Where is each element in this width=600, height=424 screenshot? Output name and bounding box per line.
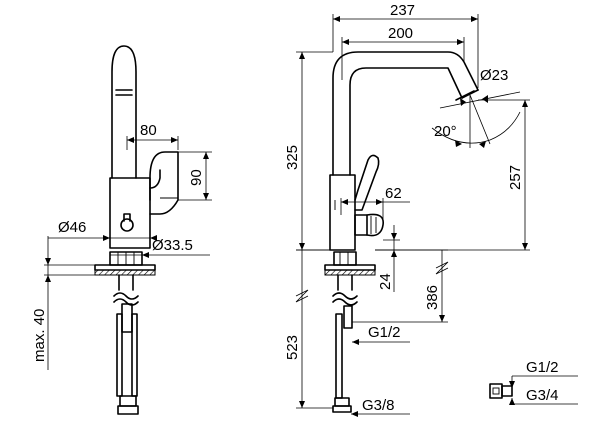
side-dim-257: 257 [375,99,530,251]
side-thread-g3-8-label: G3/8 [362,397,395,414]
side-dim-237-label: 237 [390,2,415,19]
side-handle-lever [354,154,380,211]
front-dim-80: 80 [126,122,179,150]
front-spout [111,45,137,179]
front-dim-33-5-label: Ø33.5 [152,237,193,254]
side-dim-62-label: 62 [385,185,402,202]
side-body [329,174,356,251]
side-base [324,251,376,276]
front-dim-90: 90 [178,151,212,201]
side-dim-523-label: 523 [284,335,301,360]
front-dim-max-40: max. 40 [31,236,95,370]
side-knob [354,213,384,237]
side-dim-325: 325 [284,51,333,251]
front-dim-46-label: Ø46 [58,219,86,236]
connector-thread-g3-4-label: G3/4 [526,387,559,404]
side-dim-angle-20-label: 20° [434,123,457,140]
front-dim-46: Ø46 [48,219,157,241]
connector-part [489,383,513,399]
side-dim-24-label: 24 [377,273,394,290]
side-hoses [332,274,358,413]
side-dim-523: 523 [284,249,333,409]
front-dim-max-40-label: max. 40 [31,309,48,362]
side-dim-386: 386 [352,249,449,323]
side-dim-200: 200 [341,25,465,80]
connector-detail: G1/2 G3/4 [489,359,578,405]
connector-thread-g1-2: G1/2 [509,359,578,388]
side-dim-325-label: 325 [284,145,301,170]
side-spout [332,51,479,176]
front-view: 80 90 Ø46 Ø33.5 [31,45,212,415]
front-handle-lever [149,151,179,215]
front-base [94,251,156,276]
front-dim-33-5: Ø33.5 [110,237,210,258]
side-view: 237 200 Ø23 20° [284,2,530,417]
side-thread-g1-2-label: G1/2 [368,324,401,341]
front-body-hole [120,218,134,232]
side-dim-237: 237 [332,2,479,88]
front-dim-90-label: 90 [188,169,205,186]
side-thread-g3-8: G3/8 [351,397,410,417]
side-dim-angle-20: 20° [431,94,521,148]
front-pin [123,213,131,222]
connector-thread-g1-2-label: G1/2 [526,359,559,376]
side-dim-200-label: 200 [388,25,413,42]
side-dim-62: 62 [340,185,410,225]
side-dim-24: 24 [375,225,400,292]
side-thread-g1-2: G1/2 [352,324,410,345]
side-dim-23-label: Ø23 [480,67,508,84]
side-dim-23: Ø23 [439,67,521,109]
front-hoses [113,274,139,415]
connector-thread-g3-4: G3/4 [509,387,578,405]
front-body [109,177,151,249]
side-dim-386-label: 386 [424,285,441,310]
side-dim-257-label: 257 [507,165,524,190]
front-dim-80-label: 80 [140,122,157,139]
